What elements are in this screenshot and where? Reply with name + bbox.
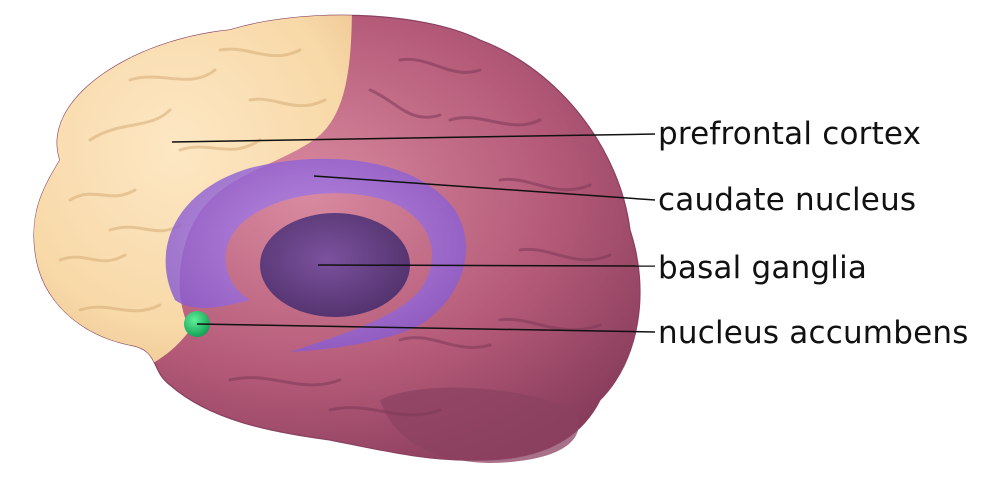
label-nucleus-accumbens: nucleus accumbens	[658, 318, 969, 349]
leader-line-basal-ganglia	[318, 265, 655, 266]
label-basal-ganglia: basal ganglia	[658, 253, 867, 284]
label-prefrontal-cortex: prefrontal cortex	[658, 119, 921, 150]
label-caudate-nucleus: caudate nucleus	[658, 185, 916, 216]
